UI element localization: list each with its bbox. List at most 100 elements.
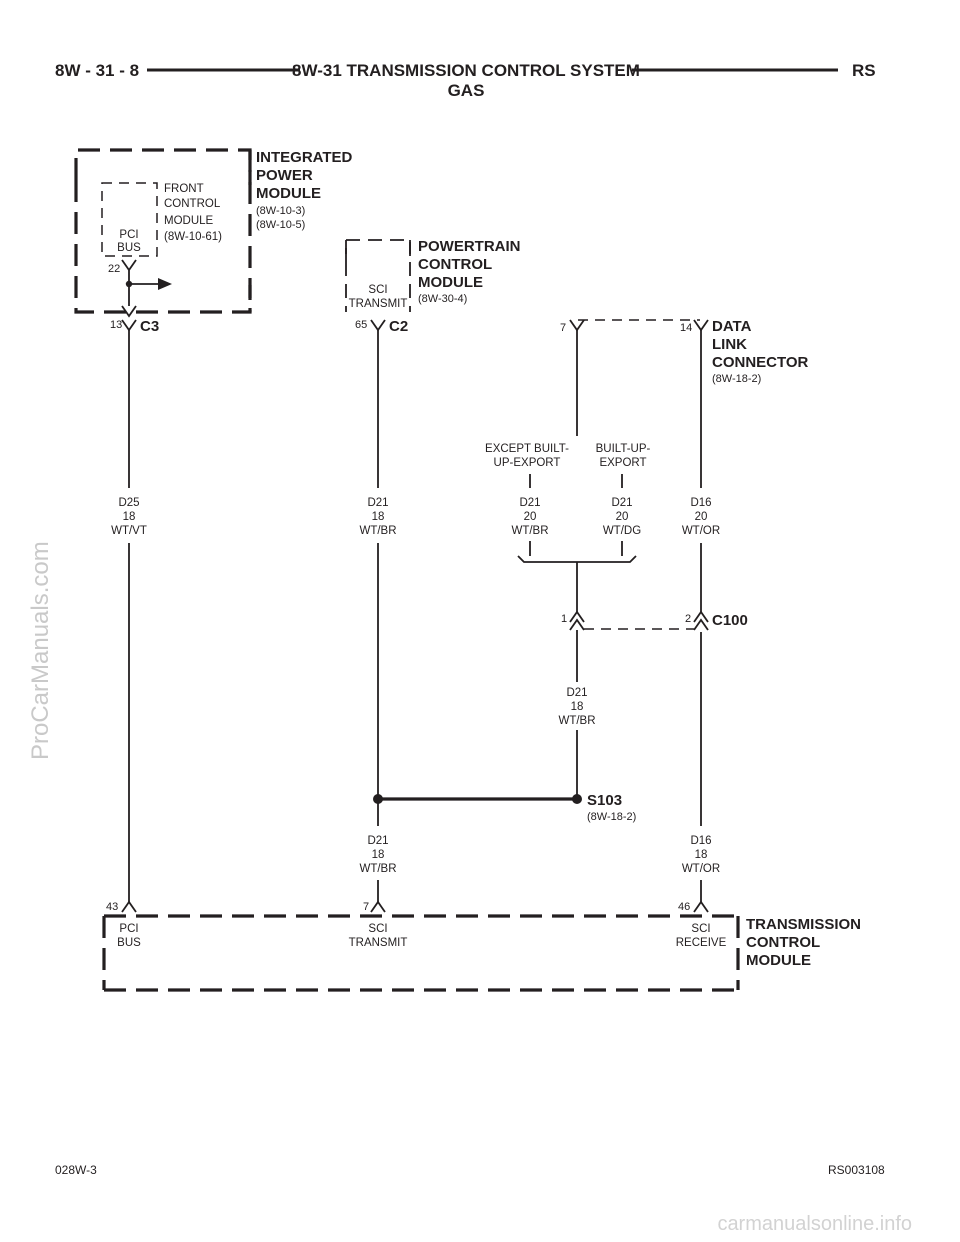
tcm-sci-receive-line2: RECEIVE: [676, 937, 727, 949]
tcm-pin-sci-receive: 46: [678, 901, 690, 913]
wire-runs: 1 2 C100 S103 (8W-18-2): [128, 330, 748, 902]
branch-arrow-icon: [158, 278, 172, 290]
variant-right-line2: EXPORT: [599, 457, 646, 469]
wire-gauge: 20: [616, 511, 629, 523]
fcm-outline: [101, 182, 158, 257]
tcm-sci-transmit-line2: TRANSMIT: [349, 937, 408, 949]
page-number: 8W - 31 - 8: [55, 61, 139, 80]
fcm-pci-line1: PCI: [119, 229, 138, 241]
dlc-ref: (8W-18-2): [712, 373, 761, 385]
variant-right-line1: BUILT-UP-: [596, 443, 651, 455]
fcm-pci-line2: BUS: [117, 242, 141, 254]
tcm-pin-sci-transmit: 7: [363, 901, 369, 913]
wire-labels: D25 18 WT/VT D21 18 WT/BR D21 20 WT/BR D…: [111, 497, 720, 875]
bottom-watermark: carmanualsonline.info: [717, 1213, 912, 1235]
fcm-pin-number: 22: [108, 263, 120, 275]
fcm-name-line1: FRONT: [164, 183, 204, 195]
ipm-ref-2: (8W-10-5): [256, 219, 305, 231]
tcm-pin-pci: 43: [106, 901, 118, 913]
wire-circuit: D21: [367, 835, 388, 847]
tcm-pci-line1: PCI: [119, 923, 138, 935]
wire-label-d16-lower: D16 18 WT/OR: [682, 835, 720, 875]
pcm-outline-top: [345, 239, 411, 262]
wire-color: WT/OR: [682, 525, 720, 537]
tcm-sci-transmit-line1: SCI: [368, 923, 387, 935]
variant-left-line2: UP-EXPORT: [494, 457, 561, 469]
c100-terminal-left-icon: [569, 610, 585, 631]
splice-label: S103: [587, 792, 622, 809]
pcm-ref: (8W-30-4): [418, 293, 467, 305]
splice-dot-right: [572, 794, 582, 804]
footer-right-code: RS003108: [828, 1163, 885, 1177]
tcm-sci-receive-line1: SCI: [691, 923, 710, 935]
page-title: 8W-31 TRANSMISSION CONTROL SYSTEM: [292, 61, 640, 80]
wire-gauge: 18: [695, 849, 708, 861]
c3-label: C3: [140, 318, 159, 335]
c3-terminal-icon: [121, 319, 137, 332]
variant-left-line1: EXCEPT BUILT-: [485, 443, 569, 455]
wire-label-d25: D25 18 WT/VT: [111, 497, 147, 537]
wire-circuit: D16: [690, 497, 711, 509]
fcm-terminal: [121, 259, 137, 318]
c100-label: C100: [712, 612, 748, 629]
wire-color: WT/VT: [111, 525, 147, 537]
c2-terminal-icon: [370, 319, 386, 332]
wire-gauge: 20: [524, 511, 537, 523]
transmission-control-module: 43 7 46 PCI BUS SCI TRANSMIT SCI RECEIVE…: [102, 900, 861, 992]
connector-c3: 13 C3: [110, 318, 159, 335]
wire-color: WT/BR: [359, 525, 396, 537]
wire-circuit: D16: [690, 835, 711, 847]
tcm-name-line1: TRANSMISSION: [746, 916, 861, 933]
splice-ref: (8W-18-2): [587, 811, 636, 823]
section-code: RS: [852, 61, 876, 80]
fcm-ref: (8W-10-61): [164, 231, 222, 243]
wire-label-d21-c100: D21 18 WT/BR: [558, 687, 595, 727]
wire-color: WT/BR: [511, 525, 548, 537]
dlc-name-line1: DATA: [712, 318, 752, 335]
pcm-sci-line1: SCI: [368, 284, 387, 296]
integrated-power-module: INTEGRATED POWER MODULE (8W-10-3) (8W-10…: [74, 148, 353, 318]
ipm-outline: [74, 148, 252, 314]
wire-gauge: 20: [695, 511, 708, 523]
tcm-terminal-sci-transmit-icon: [370, 900, 386, 913]
tcm-name-line2: CONTROL: [746, 934, 820, 951]
wire-label-d21-except: D21 20 WT/BR: [511, 497, 548, 537]
wire-label-d21-export: D21 20 WT/DG: [603, 497, 641, 537]
wire-label-d21-pcm: D21 18 WT/BR: [359, 497, 396, 537]
page-subtitle: GAS: [448, 81, 485, 100]
wire-circuit: D21: [519, 497, 540, 509]
wire-gauge: 18: [372, 849, 385, 861]
wire-gauge: 18: [571, 701, 584, 713]
wire-label-d16-upper: D16 20 WT/OR: [682, 497, 720, 537]
dlc-pin-left: 7: [560, 322, 566, 334]
ipm-name-line1: INTEGRATED: [256, 149, 353, 166]
fcm-name-line2: CONTROL: [164, 198, 221, 210]
c100-pin-left: 1: [561, 613, 567, 625]
wire-color: WT/DG: [603, 525, 641, 537]
dlc-terminal-left-icon: [569, 319, 585, 332]
wire-label-d21-tcm: D21 18 WT/BR: [359, 835, 396, 875]
c2-label: C2: [389, 318, 408, 335]
variant-merge-bracket: [517, 555, 637, 563]
variant-labels: EXCEPT BUILT- UP-EXPORT BUILT-UP- EXPORT: [485, 443, 651, 469]
c2-pin-number: 65: [355, 319, 367, 331]
ipm-name-line3: MODULE: [256, 185, 321, 202]
wire-circuit: D21: [367, 497, 388, 509]
ipm-name-line2: POWER: [256, 167, 313, 184]
pcm-name-line2: CONTROL: [418, 256, 492, 273]
tcm-pci-line2: BUS: [117, 937, 141, 949]
wire-gauge: 18: [123, 511, 136, 523]
c100-pin-right: 2: [685, 613, 691, 625]
dlc-name-line2: LINK: [712, 336, 747, 353]
ipm-ref-1: (8W-10-3): [256, 205, 305, 217]
wire-circuit: D21: [611, 497, 632, 509]
wire-color: WT/BR: [359, 863, 396, 875]
page-header: 8W - 31 - 8 8W-31 TRANSMISSION CONTROL S…: [55, 61, 876, 100]
wire-gauge: 18: [372, 511, 385, 523]
powertrain-control-module: POWERTRAIN CONTROL MODULE (8W-30-4) SCI …: [345, 238, 521, 335]
tcm-name-line3: MODULE: [746, 952, 811, 969]
tcm-terminal-sci-receive-icon: [693, 900, 709, 913]
data-link-connector: 7 14 DATA LINK CONNECTOR (8W-18-2): [560, 318, 809, 385]
fcm-name-line3: MODULE: [164, 215, 214, 227]
